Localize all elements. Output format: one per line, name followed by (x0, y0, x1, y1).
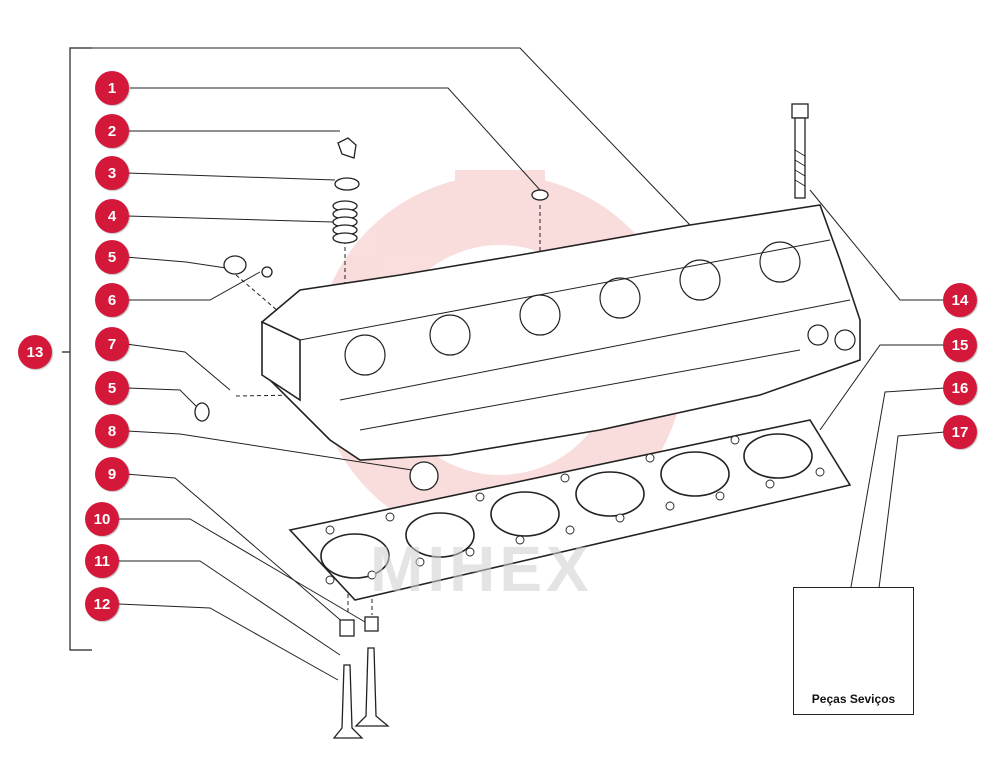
assembly-bracket-13 (62, 47, 92, 651)
callout-10[interactable]: 10 (85, 502, 119, 536)
watermark-text: MIHEX (370, 533, 593, 605)
expansion-plug-part-8 (409, 461, 439, 491)
service-parts-label: Peças Seviços (811, 692, 896, 706)
valve-guide-part-10 (339, 619, 355, 637)
callout-4[interactable]: 4 (95, 199, 129, 233)
head-bolt-part-14 (791, 103, 809, 199)
callout-7[interactable]: 7 (95, 327, 129, 361)
callout-5[interactable]: 5 (95, 240, 129, 274)
callout-6[interactable]: 6 (95, 283, 129, 317)
callout-3[interactable]: 3 (95, 156, 129, 190)
valve-lock-part-2 (337, 137, 357, 159)
callout-11[interactable]: 11 (85, 544, 119, 578)
plug-part-6 (261, 266, 273, 278)
leader-lines (92, 47, 946, 681)
valve-seal-part-9 (364, 616, 379, 632)
valves-part-11-12 (332, 647, 390, 739)
service-parts-box: Peças Seviços (793, 587, 914, 715)
callout-16[interactable]: 16 (943, 371, 977, 405)
callout-14[interactable]: 14 (943, 283, 977, 317)
head-gasket-part-15 (288, 419, 852, 601)
cylinder-head-body (261, 204, 861, 461)
valve-spring-part-4 (332, 200, 358, 244)
callout-1[interactable]: 1 (95, 71, 129, 105)
plug-part-1 (531, 189, 549, 201)
callout-5b[interactable]: 5 (95, 371, 129, 405)
spring-retainer-part-3 (334, 177, 360, 191)
callout-15[interactable]: 15 (943, 328, 977, 362)
callout-12[interactable]: 12 (85, 587, 119, 621)
valve-parts (194, 137, 549, 739)
cap-plug-part-5a (223, 255, 247, 275)
cap-plug-part-5b (194, 402, 210, 422)
callout-13[interactable]: 13 (18, 335, 52, 369)
callout-9[interactable]: 9 (95, 457, 129, 491)
callout-8[interactable]: 8 (95, 414, 129, 448)
callout-17[interactable]: 17 (943, 415, 977, 449)
callout-2[interactable]: 2 (95, 114, 129, 148)
